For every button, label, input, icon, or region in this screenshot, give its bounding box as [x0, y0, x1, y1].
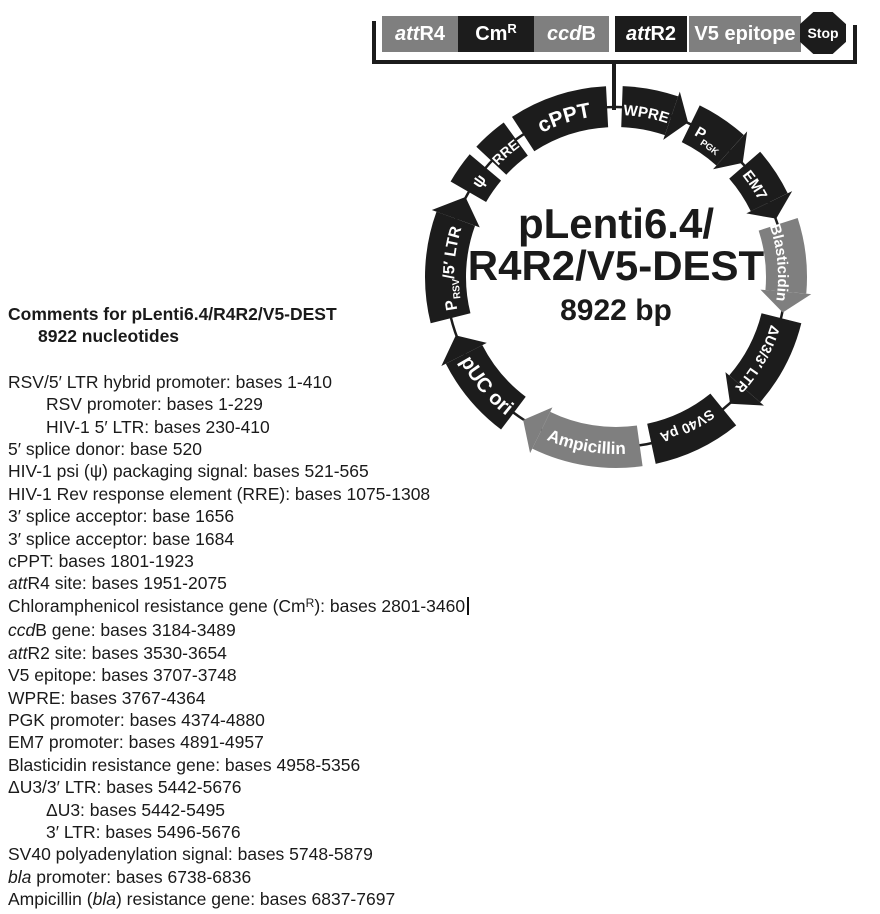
arrowhead-delta-u3-3-ltr	[725, 372, 764, 406]
plasmid-segment-em7-promoter: EM7	[729, 151, 793, 219]
comment-line: Ampicillin (bla) resistance gene: bases …	[8, 889, 396, 910]
arrowhead-pgk-promoter	[713, 131, 748, 170]
comments-subtitle: 8922 nucleotides	[38, 326, 180, 347]
stop-sign-icon: Stop	[800, 12, 846, 54]
comment-line: PGK promoter: bases 4374-4880	[8, 709, 265, 730]
plasmid-segment-rsv-5-ltr-promoter: PRSV/5′ LTR	[425, 196, 480, 324]
comment-line: attR4 site: bases 1951-2075	[8, 573, 227, 594]
comment-line: EM7 promoter: bases 4891-4957	[8, 732, 264, 753]
arrowhead-ampicillin	[523, 407, 553, 454]
arrowhead-puc-ori	[441, 335, 487, 366]
comment-line: 3′ splice acceptor: base 1684	[8, 528, 235, 549]
plasmid-segment-psi: ψ	[450, 154, 502, 202]
arrowhead-rsv-5-ltr-promoter	[431, 196, 480, 228]
cassette-box-label: V5 epitope	[694, 22, 796, 45]
plasmid-segment-rre: RRE	[476, 122, 528, 175]
cassette-box-label: R4	[419, 22, 446, 45]
cassette-box-label: att	[625, 22, 651, 45]
comment-line: bla promoter: bases 6738-6836	[8, 866, 252, 887]
comment-line: HIV-1 Rev response element (RRE): bases …	[8, 483, 431, 504]
cassette-box-label: R	[507, 20, 517, 36]
plasmid-title-line2: R4R2/V5-DEST	[468, 242, 765, 289]
comment-line: ΔU3: bases 5442-5495	[46, 799, 226, 820]
comment-line: Chloramphenicol resistance gene (CmR): b…	[8, 595, 548, 619]
comments-title: Comments for pLenti6.4/R4R2/V5-DEST	[8, 304, 337, 324]
arrowhead-blasticidin	[760, 289, 812, 313]
comments-list: Comments for pLenti6.4/R4R2/V5-DEST 8922…	[8, 303, 548, 911]
comment-line: WPRE: bases 3767-4364	[8, 687, 206, 708]
plasmid-segment-pgk-promoter: PPGK	[681, 105, 748, 170]
cassette-box-label: att	[394, 22, 420, 45]
plasmid-segment-cppt: cPPT	[511, 86, 609, 152]
comment-line: ΔU3/3′ LTR: bases 5442-5676	[8, 777, 242, 798]
comment-line: RSV promoter: bases 1-229	[46, 394, 263, 415]
comment-line: HIV-1 psi (ψ) packaging signal: bases 52…	[8, 461, 369, 482]
plasmid-title-line1: pLenti6.4/	[518, 200, 714, 247]
text-cursor	[467, 596, 470, 615]
cassette-box-label: R2	[650, 22, 677, 45]
comment-line: 3′ LTR: bases 5496-5676	[46, 821, 241, 842]
cassette-box-label: B	[581, 22, 596, 45]
arrowhead-em7-promoter	[746, 191, 793, 219]
comment-line: 3′ splice acceptor: base 1656	[8, 506, 235, 527]
plasmid-segment-sv40-pa: SV40 pA	[647, 393, 737, 464]
comment-line: cPPT: bases 1801-1923	[8, 551, 194, 572]
cassette-bracket-left	[372, 21, 376, 64]
comment-line: Blasticidin resistance gene: bases 4958-…	[8, 754, 361, 775]
cassette-box-v5-epitope: V5 epitope	[689, 16, 801, 52]
comment-line: 5′ splice donor: base 520	[8, 439, 202, 460]
plasmid-size-label: 8922 bp	[560, 294, 672, 327]
cassette-box-label: Cm	[475, 22, 508, 45]
plasmid-segment-ampicillin: Ampicillin	[523, 407, 643, 469]
plasmid-segment-blasticidin: Blasticidin	[758, 217, 812, 313]
comment-line: attR2 site: bases 3530-3654	[8, 642, 227, 663]
comment-line: HIV-1 5′ LTR: bases 230-410	[46, 416, 270, 437]
comment-line: RSV/5′ LTR hybrid promoter: bases 1-410	[8, 371, 332, 392]
comment-line: ccdB gene: bases 3184-3489	[8, 620, 236, 641]
plasmid-segment-wpre: WPRE	[621, 86, 689, 140]
stop-sign-label: Stop	[807, 25, 839, 41]
comment-line: SV40 polyadenylation signal: bases 5748-…	[8, 844, 373, 865]
comment-line: V5 epitope: bases 3707-3748	[8, 665, 237, 686]
cassette-bracket-right	[853, 25, 857, 64]
cassette-box-label: ccd	[547, 22, 582, 45]
plasmid-segment-delta-u3-3-ltr: ΔU3/3′ LTR	[725, 313, 802, 406]
arrowhead-wpre	[663, 91, 689, 140]
